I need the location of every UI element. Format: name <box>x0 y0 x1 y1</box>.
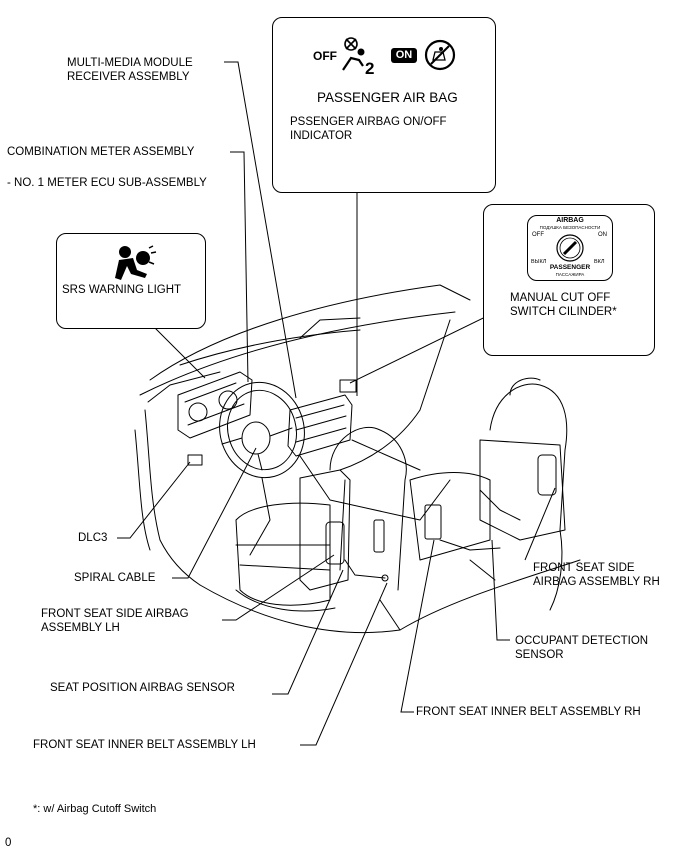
manual-cutoff-switch-label: MANUAL CUT OFF SWITCH CILINDER* <box>510 292 617 318</box>
driver-seat <box>235 426 407 612</box>
steering-wheel <box>219 381 305 556</box>
label-spiral-cable: SPIRAL CABLE <box>74 572 156 584</box>
dial-off-text: OFF <box>532 232 544 238</box>
center-console <box>287 379 451 521</box>
dial-off-ru-text: ВЫКЛ <box>531 259 547 265</box>
srs-warning-light-label: SRS WARNING LIGHT <box>62 284 182 296</box>
child-seat-airbag-icon <box>424 39 456 71</box>
dial-passenger-text: PASSENGER <box>549 264 591 271</box>
instrument-cluster <box>177 371 253 439</box>
airbag-warning-icon <box>115 245 157 280</box>
dial-airbag-ru-text: ПОДУШКА БЕЗОПАСНОСТИ <box>539 225 601 230</box>
dashboard-outline <box>134 284 471 586</box>
dial-knob-icon <box>556 234 584 262</box>
dial-airbag-text: AIRBAG <box>556 217 584 224</box>
label-front-seat-inner-belt-lh: FRONT SEAT INNER BELT ASSEMBLY LH <box>33 739 256 751</box>
corner-mark: 0 <box>5 837 12 849</box>
srs-warning-light-callout: SRS WARNING LIGHT <box>56 233 206 329</box>
passenger-airbag-off-icon: 2 <box>342 37 374 76</box>
dial-on-text: ON <box>598 232 607 238</box>
label-occupant-detection-sensor: OCCUPANT DETECTION SENSOR <box>515 635 649 661</box>
cutoff-switch-dial: AIRBAG ПОДУШКА БЕЗОПАСНОСТИ OFF ON ВЫКЛ … <box>527 215 613 281</box>
passenger-airbag-indicator-callout: OFF 2 ON PASSENGER AIR BAG PSSENGER AIRB… <box>272 17 496 193</box>
svg-text:2: 2 <box>365 59 374 76</box>
footnote: *: w/ Airbag Cutoff Switch <box>33 803 157 815</box>
dial-passenger-ru-text: ПАССАЖИРА <box>555 272 585 277</box>
dial-on-ru-text: ВКЛ <box>594 259 605 265</box>
label-meter-ecu: - NO. 1 METER ECU SUB-ASSEMBLY <box>7 177 207 189</box>
off-text: OFF <box>313 49 337 63</box>
passenger-seat <box>409 377 568 611</box>
dlc3-connector <box>187 454 203 466</box>
label-front-seat-inner-belt-rh: FRONT SEAT INNER BELT ASSEMBLY RH <box>416 706 641 718</box>
label-seat-position-airbag-sensor: SEAT POSITION AIRBAG SENSOR <box>50 682 235 694</box>
label-multimedia-module: MULTI-MEDIA MODULE RECEIVER ASSEMBLY <box>67 57 193 83</box>
label-dlc3: DLC3 <box>78 532 108 544</box>
leader-lines <box>117 61 556 746</box>
label-combination-meter: COMBINATION METER ASSEMBLY <box>7 146 195 158</box>
passenger-airbag-title: PASSENGER AIR BAG <box>317 90 458 105</box>
on-text: ON <box>395 49 413 61</box>
passenger-airbag-indicator-caption: PSSENGER AIRBAG ON/OFF INDICATOR <box>290 116 447 142</box>
on-indicator-badge: ON <box>391 48 417 63</box>
manual-cutoff-switch-callout: AIRBAG ПОДУШКА БЕЗОПАСНОСТИ OFF ON ВЫКЛ … <box>483 204 655 356</box>
label-front-seat-side-airbag-lh: FRONT SEAT SIDE AIRBAG ASSEMBLY LH <box>41 608 189 634</box>
label-front-seat-side-airbag-rh: FRONT SEAT SIDE AIRBAG ASSEMBLY RH <box>533 562 660 588</box>
